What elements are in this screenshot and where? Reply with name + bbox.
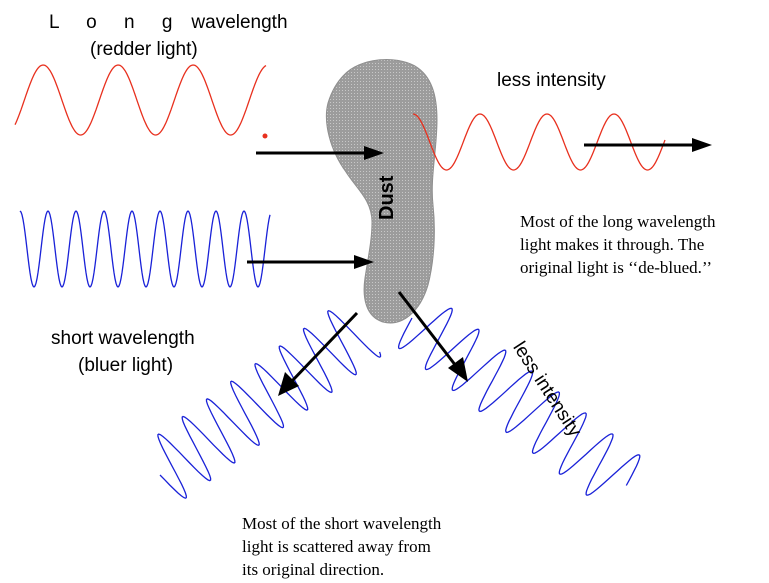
scatter-left-arrow bbox=[290, 311, 359, 383]
red-wave-endpoint bbox=[262, 133, 268, 139]
wavelength-word: wavelength bbox=[191, 12, 288, 33]
redder-light-label: (redder light) bbox=[90, 39, 198, 60]
scatter-right-arrowhead bbox=[448, 357, 468, 382]
short-wave-into-dust-arrowhead bbox=[354, 255, 374, 269]
short-wavelength-blue-wave bbox=[19, 210, 271, 288]
caption-line: its original direction. bbox=[242, 560, 385, 579]
less-intensity-top-label: less intensity bbox=[497, 70, 606, 91]
scattered-blue-wave-left bbox=[157, 309, 382, 499]
scatter-left-arrowhead bbox=[278, 372, 299, 396]
caption-line: light makes it through. The bbox=[520, 235, 705, 254]
long-wavelength-label: L o n g wavelength bbox=[49, 12, 288, 34]
caption-line: Most of the short wavelength bbox=[242, 514, 442, 533]
caption-line: Most of the long wavelength bbox=[520, 212, 716, 231]
scattered-caption: Most of the short wavelength light is sc… bbox=[242, 512, 441, 581]
long-wave-into-dust-arrowhead bbox=[364, 146, 384, 160]
caption-line: original light is ‘‘de-blued.’’ bbox=[520, 258, 712, 277]
transmitted-red-wave bbox=[412, 113, 666, 171]
scatter-right-arrow bbox=[397, 291, 458, 367]
transmitted-caption: Most of the long wavelength light makes … bbox=[520, 210, 715, 279]
dust-label: Dust bbox=[376, 175, 398, 220]
long-word: L o n g bbox=[49, 12, 184, 33]
short-wavelength-label: short wavelength bbox=[51, 328, 195, 349]
scattered-blue-wave-right bbox=[397, 307, 641, 496]
transmitted-arrowhead bbox=[692, 138, 712, 152]
long-wavelength-red-wave bbox=[14, 64, 267, 136]
caption-line: light is scattered away from bbox=[242, 537, 431, 556]
dust-cloud bbox=[325, 59, 438, 324]
bluer-light-label: (bluer light) bbox=[78, 355, 174, 376]
